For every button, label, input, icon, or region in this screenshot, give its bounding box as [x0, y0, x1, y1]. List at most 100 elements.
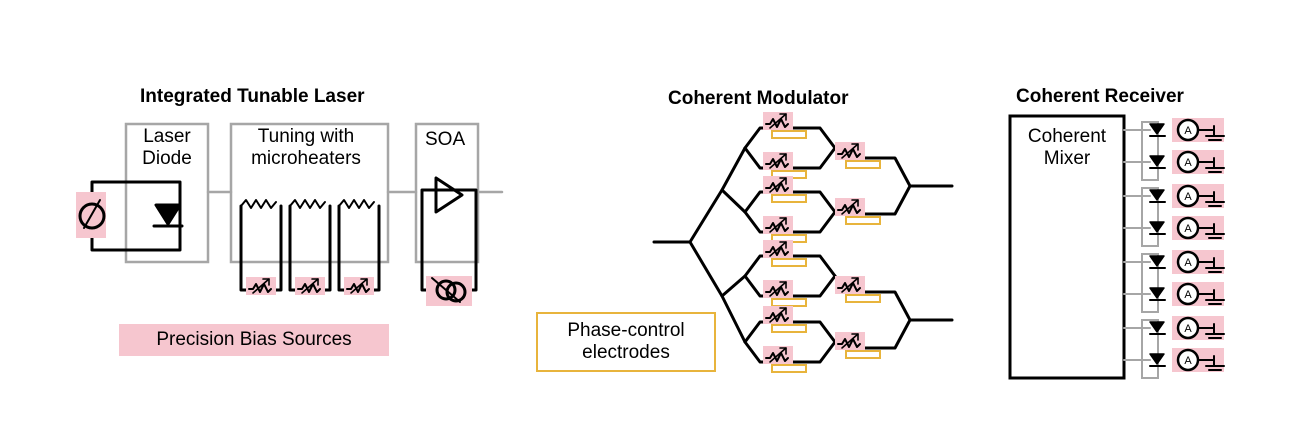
mzi-1-heater-top-zigzag [765, 118, 789, 128]
mzi-4-heater-bottom-zigzag [765, 352, 789, 362]
microheater-element-1 [240, 199, 277, 209]
combiner-lower-heater-bottom-zigzag [837, 338, 861, 348]
combiner-upper-heater-bottom-arrow [841, 199, 859, 215]
coherent-mixer-box [1008, 114, 1126, 380]
photodiode-1-1 [1149, 123, 1165, 135]
current-source-arrow [83, 199, 101, 229]
phase-control-legend-line1: Phase-control [567, 320, 685, 341]
ammeter-glyph-1-2: A [1184, 157, 1192, 169]
current-source-symbol [78, 202, 106, 230]
mzi-2-heater-bottom-zigzag [765, 222, 789, 232]
mzi-4-electrode-top [771, 324, 807, 333]
tuning-label: Tuning with microheaters [232, 126, 380, 170]
microheater-element-2 [289, 199, 326, 209]
ammeter-glyph-2-2: A [1184, 223, 1192, 235]
photodiode-3-1 [1149, 255, 1165, 267]
microheater-bias-3-arrow [350, 278, 368, 294]
modulator-title: Coherent Modulator [668, 88, 849, 109]
mzi-3-heater-top-arrow [769, 241, 787, 257]
mzi-3-electrode-bottom [771, 298, 807, 307]
receiver-pair-bracket-1 [1141, 121, 1159, 181]
mzi-4-electrode-bottom [771, 364, 807, 373]
combiner-lower-heater-bottom-arrowhead [851, 333, 859, 341]
microheater-bias-2-arrow [301, 278, 319, 294]
mzi-1-heater-top-arrowhead [779, 113, 787, 121]
mzi-2-heater-bottom-arrow [769, 217, 787, 233]
mzi-1-heater-bottom-arrowhead [779, 153, 787, 161]
mzi-4-heater-bottom-arrow [769, 347, 787, 363]
mzi-3-heater-bottom-zigzag [765, 286, 789, 296]
ammeter-glyph-3-2: A [1184, 289, 1192, 301]
photodiode-4-1 [1149, 321, 1165, 333]
laser-diode-label: Laser Diode [128, 126, 206, 170]
soa-label: SOA [425, 129, 466, 150]
combiner-lower-electrode-bottom [845, 350, 881, 359]
photodiode-3-2 [1149, 287, 1165, 299]
mzi-2-electrode-top [771, 194, 807, 203]
combiner-lower-heater-top-arrow [841, 277, 859, 293]
ammeter-glyph-4-1: A [1184, 323, 1192, 335]
mzi-3-heater-bottom-arrow [769, 281, 787, 297]
lower-inner-split [720, 274, 747, 344]
coherent-mixer-label: Coherent Mixer [1012, 126, 1122, 170]
mzi-2-heater-top-arrow [769, 177, 787, 193]
microheater-bias-1-zigzag [248, 283, 272, 293]
mzi-4-heater-top-arrow [769, 307, 787, 323]
microheater-bias-3-zigzag [346, 283, 370, 293]
soa-source-arrow [431, 277, 461, 303]
mzi-3-heater-top-zigzag [765, 246, 789, 256]
receiver-title: Coherent Receiver [1016, 86, 1184, 107]
microheater-bias-3-arrowhead [360, 278, 368, 286]
mzi-2-heater-top-arrowhead [779, 177, 787, 185]
mzi-3-electrode-top [771, 258, 807, 267]
microheater-element-3 [338, 199, 375, 209]
receiver-pair-bracket-3 [1141, 253, 1159, 313]
upper-inner-split [720, 146, 747, 214]
microheater-bias-2-arrowhead [311, 278, 319, 286]
modulator-split-main [688, 188, 724, 298]
ammeter-glyph-1-1: A [1184, 125, 1192, 137]
mzi-2-heater-top-zigzag [765, 182, 789, 192]
ammeter-glyph-3-1: A [1184, 257, 1192, 269]
combiner-upper-heater-bottom-zigzag [837, 204, 861, 214]
ammeter-glyph-4-2: A [1184, 355, 1192, 367]
receiver-pair-bracket-2 [1141, 187, 1159, 247]
soa-source-circle-1 [435, 279, 457, 301]
coherent-mixer-label-line1: Coherent [1027, 126, 1107, 147]
photodiode-2-2 [1149, 221, 1165, 233]
tuning-label-line1: Tuning with [257, 126, 355, 147]
soa-amplifier-triangle [434, 176, 464, 214]
tuning-label-line2: microheaters [251, 147, 361, 169]
combiner-upper-electrode-bottom [845, 216, 881, 225]
combiner-lower-heater-top-arrowhead [851, 277, 859, 285]
microheater-bias-1-arrowhead [262, 278, 270, 286]
mzi-4-heater-bottom-arrowhead [779, 347, 787, 355]
diagram-lines: A A A A A A A A [76, 112, 1225, 380]
laser-diode-label-line1: Laser [143, 126, 191, 147]
ammeter-glyph-2-1: A [1184, 191, 1192, 203]
microheater-bias-1-arrow [252, 278, 270, 294]
laser-diode-triangle [154, 203, 182, 226]
phase-control-legend-line2: electrodes [582, 341, 670, 363]
combiner-upper-electrode-top [845, 160, 881, 169]
combiner-upper-heater-bottom-arrowhead [851, 199, 859, 207]
mzi-4-heater-top-arrowhead [779, 307, 787, 315]
laser-title: Integrated Tunable Laser [140, 86, 365, 107]
combiner-upper-heater-top-arrowhead [851, 143, 859, 151]
photodiode-4-2 [1149, 353, 1165, 365]
mzi-1-heater-bottom-arrow [769, 153, 787, 169]
photodiode-1-2 [1149, 155, 1165, 167]
combiner-lower-heater-top-zigzag [837, 282, 861, 292]
coherent-mixer-label-line2: Mixer [1043, 147, 1091, 169]
photodiode-2-1 [1149, 189, 1165, 201]
precision-bias-label: Precision Bias Sources [119, 324, 389, 356]
mzi-4-heater-top-zigzag [765, 312, 789, 322]
laser-diode-label-line2: Diode [142, 147, 192, 169]
combiner-upper-heater-top-arrow [841, 143, 859, 159]
mzi-3-heater-bottom-arrowhead [779, 281, 787, 289]
mzi-1-heater-bottom-zigzag [765, 158, 789, 168]
mzi-1-electrode-top [771, 130, 807, 139]
receiver-pair-bracket-4 [1141, 319, 1159, 379]
mzi-2-heater-bottom-arrowhead [779, 217, 787, 225]
